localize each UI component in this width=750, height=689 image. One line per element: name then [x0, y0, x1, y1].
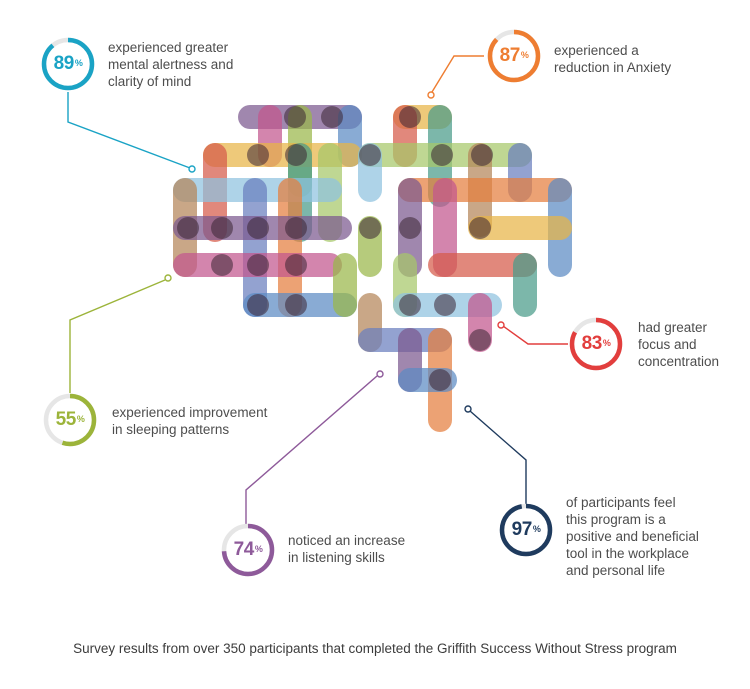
stat-percentage: 55% — [42, 392, 98, 448]
brain-maze-node — [247, 217, 269, 239]
ring-fill — [43, 393, 97, 447]
stat-unit: % — [74, 58, 83, 68]
stat-text-line: tool in the workplace — [566, 546, 690, 561]
connector-focus — [502, 325, 568, 345]
stat-percentage: 97% — [498, 502, 554, 558]
ring-fill — [487, 29, 541, 83]
stat-percentage: 74% — [220, 522, 276, 578]
ring-fill — [221, 523, 275, 577]
connector-workplace — [469, 410, 527, 505]
brain-maze-node — [321, 106, 343, 128]
stat-ring: 97% — [498, 502, 554, 558]
stat-ring: 89% — [40, 36, 96, 92]
brain-maze-node — [285, 254, 307, 276]
progress-ring-icon — [487, 29, 541, 83]
connector-dot-alertness — [188, 165, 196, 173]
stat-value: 55 — [55, 409, 77, 430]
stat-percentage: 89% — [40, 36, 96, 92]
brain-maze-node — [399, 294, 421, 316]
brain-maze-node — [399, 217, 421, 239]
connector-anxiety — [431, 55, 484, 93]
progress-ring-icon — [43, 393, 97, 447]
stat-text-line: noticed an increase — [288, 533, 406, 548]
footer-caption: Survey results from over 350 participant… — [73, 641, 677, 656]
brain-maze-node — [359, 144, 381, 166]
stat-unit: % — [602, 338, 611, 348]
brain-maze-node — [469, 217, 491, 239]
stat-text-line: of participants feel — [566, 495, 676, 510]
stat-ring: 55% — [42, 392, 98, 448]
brain-maze-node — [247, 294, 269, 316]
stat-value: 89 — [53, 53, 75, 74]
stat-ring: 83% — [568, 316, 624, 372]
stat-text-line: in listening skills — [288, 550, 385, 565]
stat-text-line: experienced greater — [108, 40, 229, 55]
stat-text-line: experienced improvement — [112, 405, 268, 420]
progress-ring-icon — [569, 317, 623, 371]
connector-sleep — [69, 279, 166, 393]
stat-text-line: focus and — [638, 337, 697, 352]
ring-fill — [499, 503, 553, 557]
stat-unit: % — [76, 414, 85, 424]
progress-ring-icon — [221, 523, 275, 577]
brain-maze-node — [399, 106, 421, 128]
brain-maze-node — [211, 254, 233, 276]
stat-text-line: clarity of mind — [108, 74, 192, 89]
stat-unit: % — [532, 524, 541, 534]
connector-dot-workplace — [464, 405, 472, 413]
stat-unit: % — [520, 50, 529, 60]
stat-percentage: 87% — [486, 28, 542, 84]
progress-ring-icon — [499, 503, 553, 557]
brain-maze-node — [285, 294, 307, 316]
stat-text-line: mental alertness and — [108, 57, 234, 72]
brain-maze-node — [285, 217, 307, 239]
connector-dot-sleep — [164, 274, 172, 282]
stat-text-line: experienced a — [554, 43, 639, 58]
ring-fill — [569, 317, 623, 371]
ring-fill — [41, 37, 95, 91]
brain-maze-node — [247, 254, 269, 276]
stat-ring: 87% — [486, 28, 542, 84]
stat-text-line: reduction in Anxiety — [554, 60, 672, 75]
stat-text-line: concentration — [638, 354, 720, 369]
stat-text-line: in sleeping patterns — [112, 422, 230, 437]
connector-dot-anxiety — [427, 91, 435, 99]
brain-maze-node — [285, 144, 307, 166]
connector-alertness — [67, 92, 191, 169]
connector-dot-focus — [497, 321, 505, 329]
brain-maze-node — [471, 144, 493, 166]
stat-value: 83 — [581, 333, 603, 354]
brain-maze-node — [247, 144, 269, 166]
progress-ring-icon — [41, 37, 95, 91]
stat-ring: 74% — [220, 522, 276, 578]
stat-text-line: had greater — [638, 320, 708, 335]
stat-text-line: this program is a — [566, 512, 666, 527]
brain-maze-node — [431, 144, 453, 166]
stat-text-line: and personal life — [566, 563, 666, 578]
brain-maze-node — [469, 329, 491, 351]
brain-maze-node — [177, 217, 199, 239]
connector-dot-listening — [376, 370, 384, 378]
stat-value: 87 — [499, 45, 521, 66]
brain-maze-node — [284, 106, 306, 128]
brain-maze-node — [359, 217, 381, 239]
stat-value: 74 — [233, 539, 255, 560]
brain-maze-node — [429, 369, 451, 391]
stat-text-line: positive and beneficial — [566, 529, 699, 544]
brain-maze-node — [434, 294, 456, 316]
connector-listening — [245, 375, 378, 525]
brain-maze-node — [211, 217, 233, 239]
stat-percentage: 83% — [568, 316, 624, 372]
stat-value: 97 — [511, 519, 533, 540]
stat-unit: % — [254, 544, 263, 554]
